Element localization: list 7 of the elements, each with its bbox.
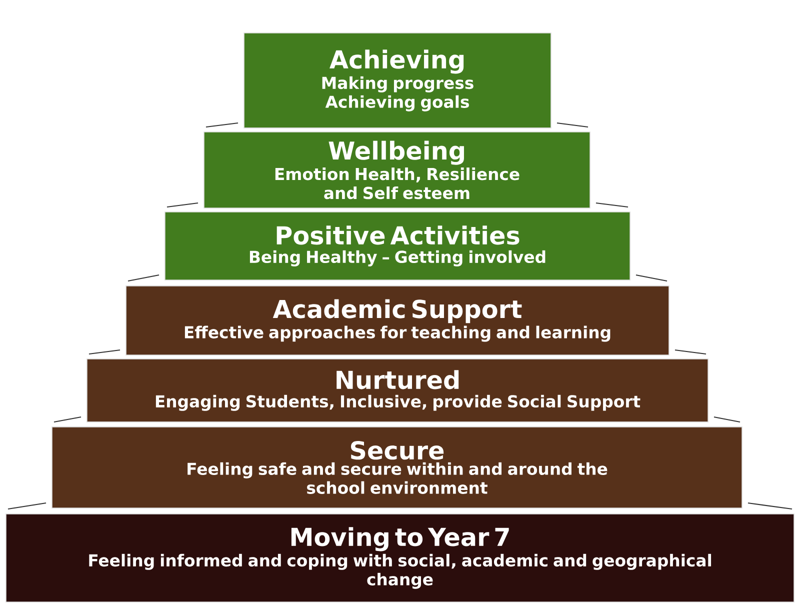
step-box: Nurtured Engaging Students, Inclusive, provide Social Support xyxy=(86,358,708,422)
step-box: Positive Activities Being Healthy – Getting involved xyxy=(164,212,630,280)
step-box: Academic Support Effective approaches for teaching and learning xyxy=(126,286,670,356)
step-box: Achieving Making progress Achieving goals xyxy=(244,32,552,128)
step-box: Moving to Year 7 Feeling informed and coping with social, academic and geographical change xyxy=(6,514,794,602)
step-box: Secure Feeling safe and secure within and around the school environment xyxy=(52,426,742,508)
step-box: Wellbeing Emotion Health, Resilience and Self esteem xyxy=(204,132,590,208)
